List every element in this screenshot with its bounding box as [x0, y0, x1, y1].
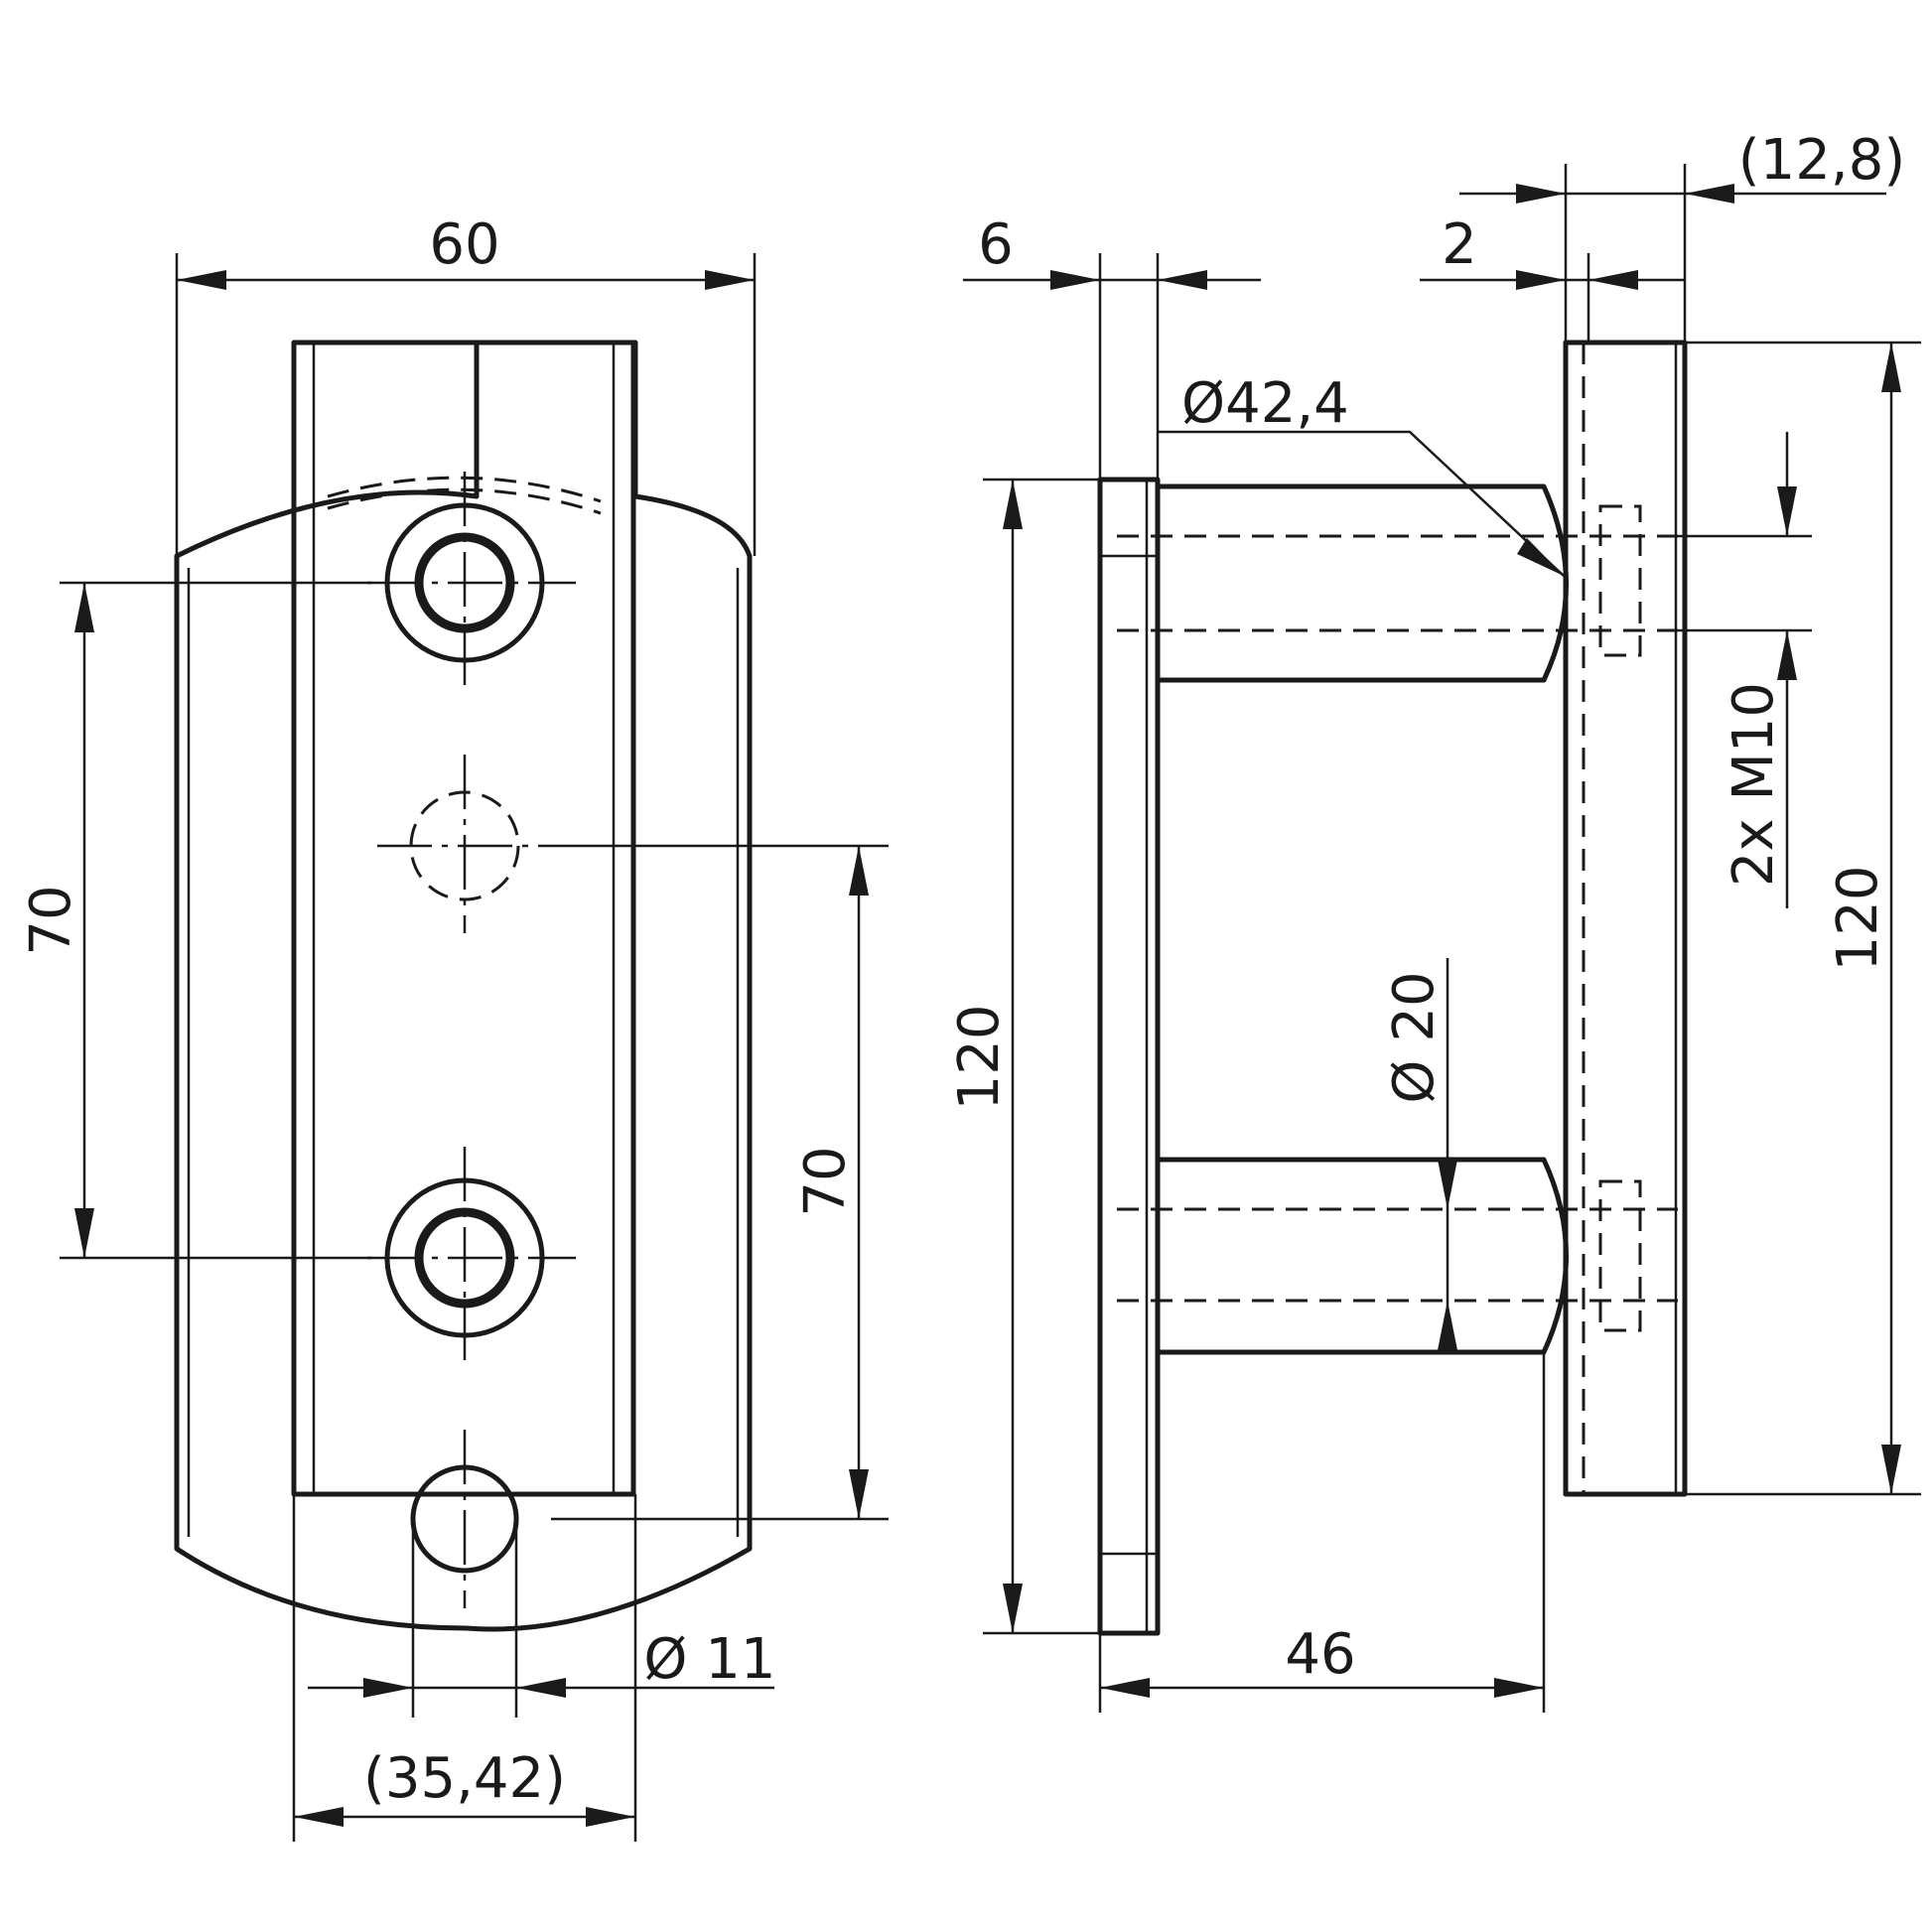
dim-height-120-left: 120: [947, 1005, 1012, 1111]
dim-height-120-right: 120: [1826, 866, 1890, 972]
dim-length-46: 46: [1285, 1622, 1355, 1687]
dim-pin-dia-20: Ø 20: [1382, 971, 1447, 1103]
dim-width-60: 60: [429, 212, 499, 277]
side-view: 6 2 (12,8) Ø42,4 120 120: [947, 128, 1921, 1713]
dim-hole-dia-11: Ø 11: [643, 1627, 775, 1692]
dim-thickness-6: 6: [978, 212, 1014, 277]
dim-thread-2x-m10: 2x M10: [1722, 682, 1786, 887]
dim-width-35-42: (35,42): [363, 1746, 566, 1811]
dim-spacing-70-left: 70: [19, 885, 83, 955]
dim-spacing-70-right: 70: [793, 1146, 858, 1216]
front-view: 60 70 70 Ø 11 (35,42): [19, 212, 889, 1842]
dim-offset-12-8: (12,8): [1738, 128, 1905, 193]
plate-outline: [174, 340, 753, 1632]
side-plate-left: [1097, 477, 1161, 1636]
dim-tube-dia-42-4: Ø42,4: [1181, 371, 1349, 436]
plate-inner-edge: [187, 568, 740, 1537]
dim-gap-2: 2: [1442, 212, 1477, 277]
side-plate-right: [1563, 340, 1688, 1497]
